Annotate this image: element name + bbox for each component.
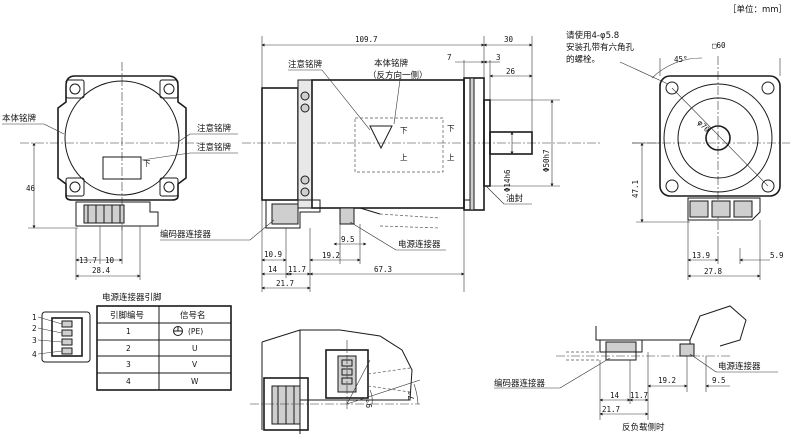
side-dim-21-7: 21.7 [276, 279, 294, 288]
reverse-caption: 反负载侧时 [622, 422, 665, 433]
front-dim-47-1: 47.1 [631, 180, 640, 198]
pin-table-caption: 电源连接器引脚 [102, 292, 162, 303]
pin-table-row-3-pin: 3 [126, 360, 131, 369]
reverse-dim-21-7: 21.7 [602, 405, 620, 414]
left-dim-28-4: 28.4 [92, 266, 111, 275]
pin-table-row-4-pin: 4 [126, 377, 131, 386]
pin-table-header-pin: 引脚编号 [110, 310, 144, 321]
left-rear-view: 下 46 13.7 10 28.4 本体铭牌 注意铭牌 注意铭牌 [2, 62, 238, 280]
left-dim-10: 10 [105, 256, 115, 265]
pin-table-section: 电源连接器引脚 1 2 3 4 引脚编号 信号名 1 (PE) 2 U 3 V … [32, 292, 232, 391]
side-dim-30: 30 [504, 35, 514, 44]
connector-detail-view: 9° 7° [250, 329, 421, 434]
side-body-nameplate-note: （反方向一侧） [368, 70, 428, 81]
left-caution-plate-2-label: 注意铭牌 [197, 142, 232, 153]
side-caution-plate-label: 注意铭牌 [288, 59, 323, 70]
side-plate-up: 上 [400, 153, 408, 162]
left-dim-46: 46 [26, 184, 36, 193]
left-body-nameplate-label: 本体铭牌 [2, 113, 37, 124]
side-dim-9-5: 9.5 [341, 235, 355, 244]
connector-pin-1: 1 [32, 313, 37, 322]
reverse-dim-14: 14 [610, 391, 620, 400]
side-dim-14: 14 [268, 265, 278, 274]
unit-label: ［单位：mm］ [728, 4, 787, 15]
connector-pin-2: 2 [32, 324, 37, 333]
front-dia-70: φ70 [696, 118, 712, 134]
side-dim-7: 7 [447, 53, 452, 62]
reverse-dim-9-5: 9.5 [712, 376, 726, 385]
side-encoder-connector-label: 编码器连接器 [160, 229, 212, 240]
pin-table-row-1-signal: (PE) [188, 327, 203, 336]
reverse-view: 19.2 9.5 14 11.7 21.7 电源连接器 编码器连接器 反负载侧时 [494, 305, 778, 433]
reverse-dim-19-2: 19.2 [658, 376, 676, 385]
front-bolt-note-2: 安装孔带有六角孔 [566, 42, 635, 53]
front-dim-13-9: 13.9 [692, 251, 710, 260]
pin-table-row-3-signal: V [192, 360, 198, 369]
pin-table-row-1-pin: 1 [126, 327, 131, 336]
front-square-60: □60 [712, 41, 726, 50]
reverse-power-connector-label: 电源连接器 [718, 361, 761, 372]
side-view: 下 上 下 上 109.7 30 7 3 26 Φ50h7 Φ14h6 [160, 35, 600, 292]
pin-table-row-2-pin: 2 [126, 344, 131, 353]
left-dim-13-7: 13.7 [79, 256, 97, 265]
side-oil-seal-label: 油封 [506, 193, 524, 204]
side-power-connector-label: 电源连接器 [398, 239, 441, 250]
detail-angle-7: 7° [407, 391, 416, 400]
side-dim-109-7: 109.7 [355, 35, 378, 44]
side-dim-19-2: 19.2 [322, 251, 340, 260]
front-view: φ70 45° □60 请使用4-φ5.8 安装孔带有六角孔 的螺栓。 47.1… [566, 30, 790, 280]
connector-pin-3: 3 [32, 336, 37, 345]
side-body-nameplate-label: 本体铭牌 [374, 58, 409, 69]
pin-table-row-4-signal: W [191, 377, 199, 386]
reverse-encoder-connector-label: 编码器连接器 [494, 378, 546, 389]
left-plate-down-mark: 下 [143, 159, 151, 168]
left-caution-plate-1-label: 注意铭牌 [197, 123, 232, 134]
side-dia-14h6: Φ14h6 [503, 169, 512, 192]
front-bolt-note-1: 请使用4-φ5.8 [566, 30, 619, 41]
detail-angle-9: 9° [365, 399, 374, 408]
front-bolt-note-3: 的螺栓。 [566, 54, 600, 65]
side-dia-50h7: Φ50h7 [542, 149, 551, 172]
side-plate-down: 下 [400, 126, 408, 135]
side-dim-3: 3 [496, 53, 501, 62]
reverse-dim-11-7: 11.7 [630, 391, 648, 400]
side-plate-side-down: 下 [447, 124, 455, 133]
side-dim-67-3: 67.3 [374, 265, 392, 274]
front-dim-5-9: 5.9 [770, 251, 784, 260]
side-plate-side-up: 上 [447, 153, 455, 162]
side-dim-11-7: 11.7 [288, 265, 306, 274]
side-dim-26: 26 [506, 67, 516, 76]
front-angle-45: 45° [674, 55, 688, 64]
connector-pin-4: 4 [32, 350, 37, 359]
side-dim-10-9: 10.9 [264, 250, 282, 259]
pin-table-header-signal: 信号名 [180, 310, 206, 321]
pin-table-row-2-signal: U [192, 344, 198, 353]
front-dim-27-8: 27.8 [704, 267, 723, 276]
